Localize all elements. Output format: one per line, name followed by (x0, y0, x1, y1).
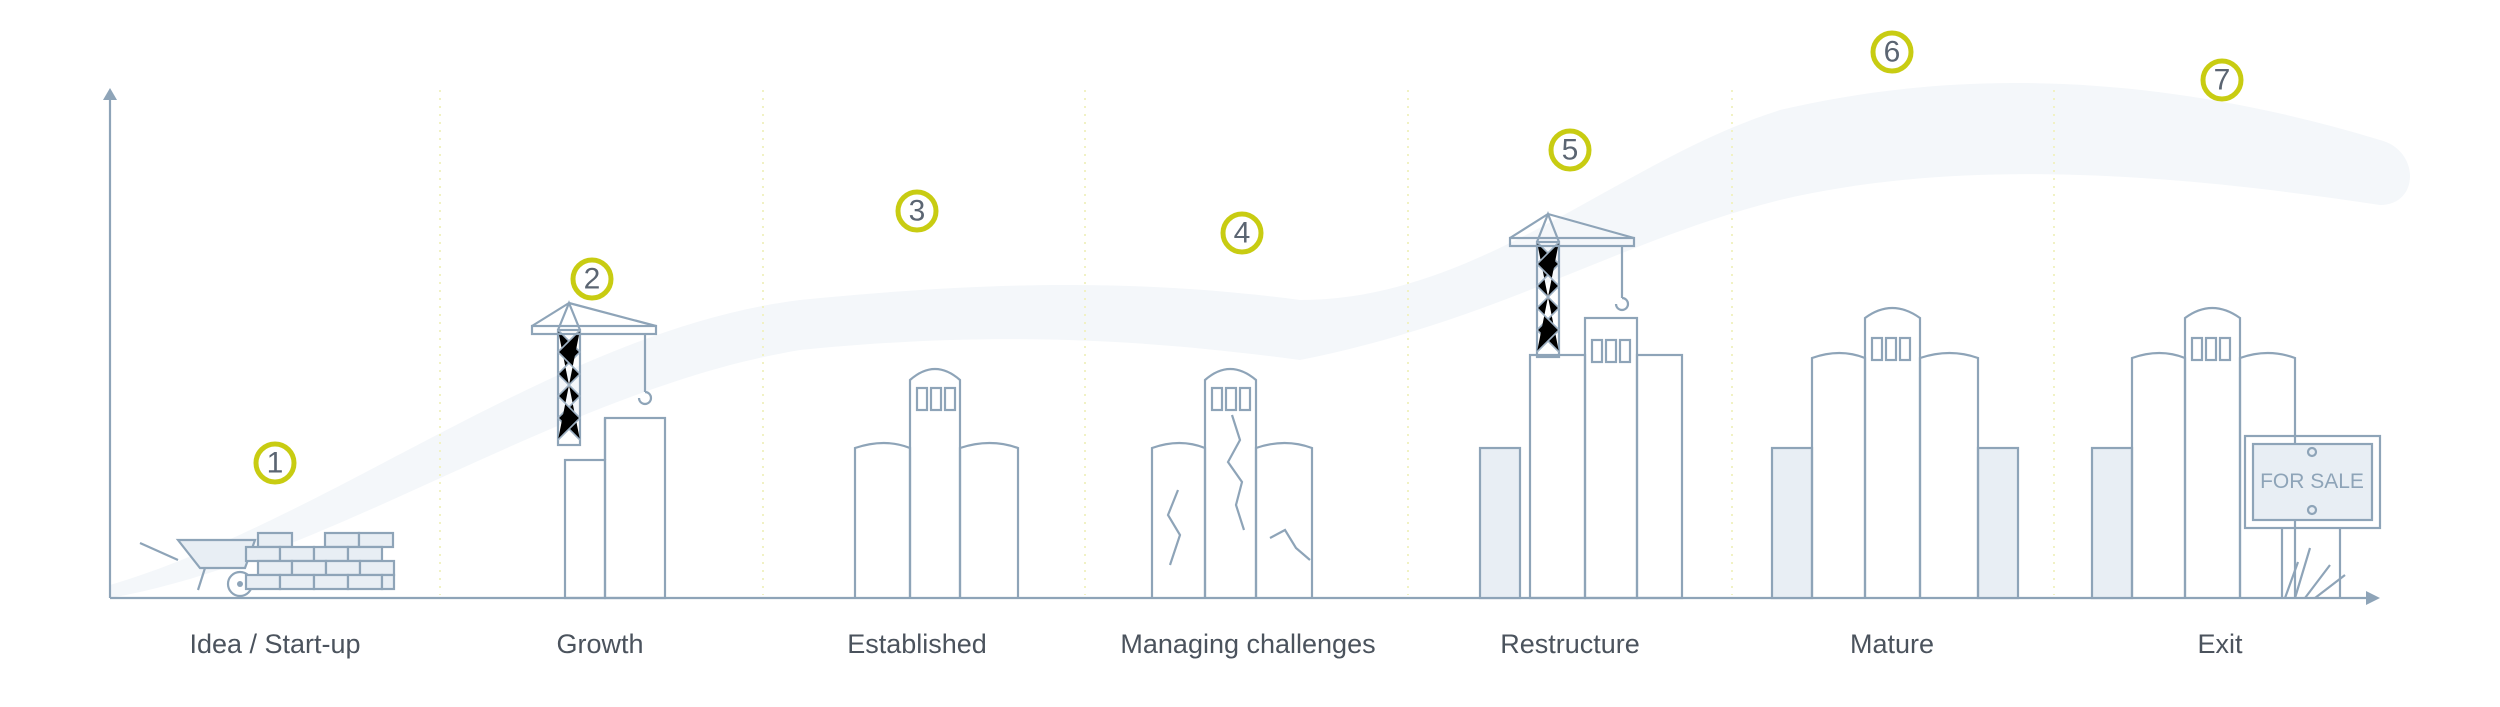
grass-icon (2283, 547, 2346, 599)
cracked-building-icon (1150, 367, 1314, 598)
for-sale-sign: FOR SALE (2243, 434, 2382, 598)
stage-badge-1: 1 (253, 441, 297, 485)
stage-label-1: Idea / Start-up (189, 629, 360, 659)
stage-badge-number: 2 (584, 263, 601, 296)
established-building-icon (853, 367, 1020, 598)
stage-badge-number: 4 (1234, 217, 1251, 250)
crane-icon (530, 300, 658, 447)
stage-label-5: Restructure (1500, 629, 1640, 659)
stage-badge-3: 3 (895, 189, 939, 233)
stage-labels: Idea / Start-up Growth Established Managing… (189, 629, 2243, 659)
stage-badge-number: 5 (1562, 134, 1579, 167)
y-axis (103, 88, 117, 598)
brick-pile-icon (244, 531, 396, 591)
wheelbarrow-icon (139, 538, 257, 598)
x-axis (110, 591, 2380, 605)
stage-badge-number: 7 (2214, 64, 2231, 97)
stage-badge-number: 6 (1884, 36, 1901, 69)
stage-badge-5: 5 (1548, 128, 1592, 172)
stage-badge-6: 6 (1870, 30, 1914, 74)
stage-label-7: Exit (2197, 629, 2243, 659)
stage-badge-number: 1 (267, 447, 284, 480)
stage-label-6: Mature (1850, 629, 1934, 659)
exit-building-icon (2090, 306, 2297, 600)
stage-badge-ring (895, 189, 939, 233)
stage-badge-number: 3 (909, 195, 926, 228)
stage-badges: 1 2 3 4 5 6 7 (253, 30, 2244, 485)
restructure-crane-icon (1508, 210, 1636, 359)
stage-badge-ring (253, 441, 297, 485)
stage-label-2: Growth (556, 629, 643, 659)
stage-badge-ring (1220, 211, 1264, 255)
stage-badge-2: 2 (570, 257, 614, 301)
stage-label-4: Managing challenges (1120, 629, 1375, 659)
building-under-construction-icon (563, 416, 667, 600)
stage-badge-7: 7 (2200, 58, 2244, 102)
for-sale-sign-text: FOR SALE (2260, 470, 2364, 493)
stage-badge-ring (1870, 30, 1914, 74)
stage-badge-ring (2200, 58, 2244, 102)
stage-badge-4: 4 (1220, 211, 1264, 255)
growth-curve-band (110, 82, 2410, 599)
stage-badge-ring (570, 257, 614, 301)
stage-badge-ring (1548, 128, 1592, 172)
stage-label-3: Established (847, 629, 987, 659)
restructure-building-icon (1478, 316, 1684, 600)
mature-building-icon (1770, 306, 2020, 600)
